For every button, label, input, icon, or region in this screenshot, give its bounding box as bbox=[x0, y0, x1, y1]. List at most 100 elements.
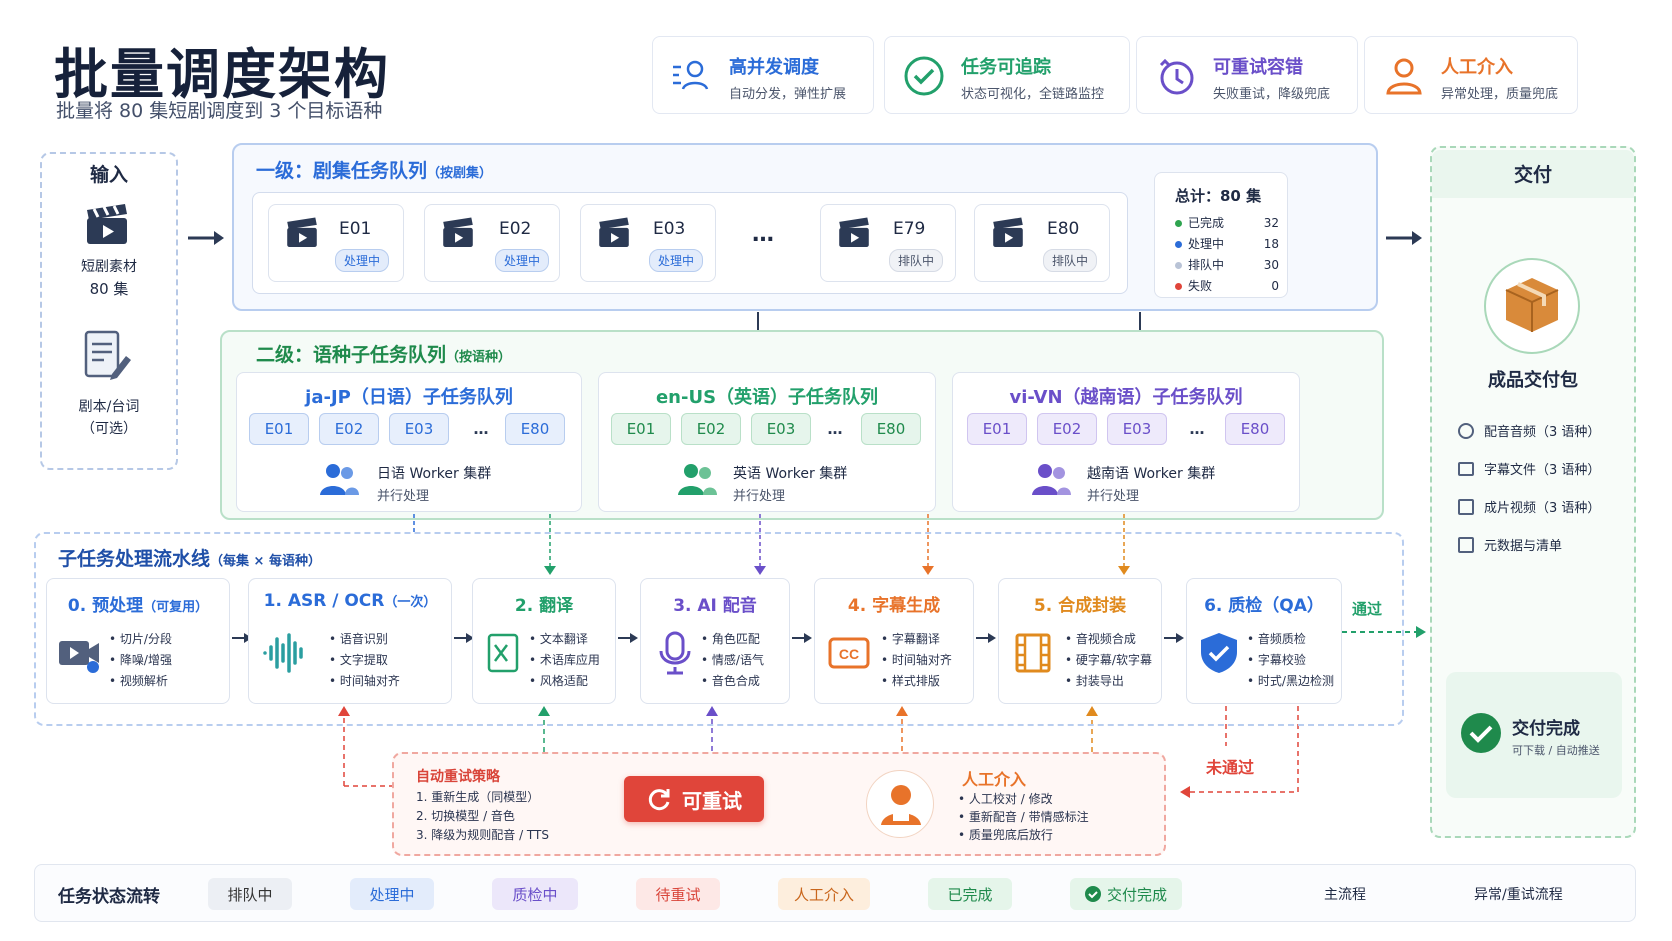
queue-chip[interactable]: E80 bbox=[861, 413, 921, 445]
step-item: 音视频合成 bbox=[1065, 629, 1152, 650]
fail-label: 未通过 bbox=[1206, 758, 1255, 777]
step-item: 字幕翻译 bbox=[881, 629, 952, 650]
episode-id: E79 bbox=[893, 219, 926, 239]
worker-mode: 并行处理 bbox=[377, 489, 430, 504]
episode-status-badge: 排队中 bbox=[1043, 249, 1098, 272]
status-tag-processing: 处理中 bbox=[350, 878, 434, 910]
pipeline-panel bbox=[34, 532, 1404, 726]
step-note: （可复用） bbox=[143, 600, 209, 615]
queue-chip[interactable]: E02 bbox=[1037, 413, 1097, 445]
check-circle-icon bbox=[1084, 886, 1101, 902]
flow-arrow bbox=[1386, 231, 1422, 245]
svg-text:CC: CC bbox=[839, 646, 859, 662]
step-items: 音频质检字幕校验时式/黑边检测 bbox=[1247, 629, 1334, 692]
step-title: 5. 合成封装 bbox=[1033, 596, 1127, 616]
queue-chip[interactable]: E02 bbox=[681, 413, 741, 445]
clapperboard-icon bbox=[993, 217, 1023, 248]
step-item: 视频解析 bbox=[109, 671, 172, 692]
queue-chip[interactable]: E02 bbox=[319, 413, 379, 445]
pipeline-title-text: 子任务处理流水线 bbox=[58, 548, 211, 570]
status-dot bbox=[1175, 262, 1182, 269]
refresh-icon bbox=[648, 789, 670, 811]
subtitle-file-icon bbox=[1458, 462, 1474, 476]
queue-chip[interactable]: E80 bbox=[505, 413, 565, 445]
video-file-icon bbox=[1458, 499, 1474, 515]
pipeline-step-preprocess[interactable]: 0. 预处理（可复用） 切片/分段降噪/增强视频解析 bbox=[46, 578, 230, 704]
queue-chip[interactable]: E01 bbox=[611, 413, 671, 445]
feature-card-manual: 人工介入 异常处理，质量兜底 bbox=[1364, 36, 1578, 114]
episode-id: E03 bbox=[653, 219, 686, 239]
retry-strategy-title: 自动重试策略 bbox=[416, 769, 500, 785]
queue-chip[interactable]: E01 bbox=[967, 413, 1027, 445]
queue-chip[interactable]: E03 bbox=[1107, 413, 1167, 445]
waveform-icon bbox=[263, 633, 303, 673]
status-dot bbox=[1175, 283, 1182, 290]
summary-value: 0 bbox=[1271, 279, 1279, 293]
episode-id: E80 bbox=[1047, 219, 1080, 239]
summary-label: 排队中 bbox=[1188, 258, 1225, 272]
package-item[interactable]: 配音音频（3 语种） bbox=[1458, 414, 1600, 452]
pipeline-step-subtitle[interactable]: 4. 字幕生成 CC 字幕翻译时间轴对齐样式排版 bbox=[814, 578, 974, 704]
step-item: 文字提取 bbox=[329, 650, 400, 671]
summary-value: 30 bbox=[1263, 258, 1279, 272]
episode-card[interactable]: E02 处理中 bbox=[424, 204, 560, 282]
step-items: 切片/分段降噪/增强视频解析 bbox=[109, 629, 172, 692]
package-item[interactable]: 字幕文件（3 语种） bbox=[1458, 452, 1600, 490]
queue-chip[interactable]: E01 bbox=[249, 413, 309, 445]
input-title: 输入 bbox=[89, 164, 128, 186]
status-tag-manual: 人工介入 bbox=[778, 878, 870, 910]
language-queue-vi: vi-VN（越南语）子任务队列 E01 E02 E03 … E80 越南语 Wo… bbox=[952, 372, 1300, 512]
pipeline-step-dubbing[interactable]: 3. AI 配音 角色匹配情感/语气音色合成 bbox=[640, 578, 790, 704]
retry-item: 3. 降级为规则配音 / TTS bbox=[416, 828, 550, 842]
queue-title: en-US（英语）子任务队列 bbox=[655, 387, 879, 408]
film-icon bbox=[1015, 633, 1051, 673]
audio-icon bbox=[1458, 423, 1474, 439]
episode-card[interactable]: E79 排队中 bbox=[820, 204, 956, 282]
pipeline-title: 子任务处理流水线（每集 × 每语种） bbox=[58, 544, 321, 571]
worker-name: 日语 Worker 集群 bbox=[377, 466, 492, 482]
manual-avatar bbox=[866, 770, 934, 838]
episode-status-badge: 处理中 bbox=[335, 249, 390, 272]
package-item[interactable]: 成片视频（3 语种） bbox=[1458, 490, 1600, 528]
page-subtitle: 批量将 80 集短剧调度到 3 个目标语种 bbox=[56, 100, 383, 122]
summary-label: 处理中 bbox=[1188, 237, 1225, 251]
episode-card[interactable]: E03 处理中 bbox=[580, 204, 716, 282]
step-item: 术语库应用 bbox=[529, 650, 600, 671]
worker-mode: 并行处理 bbox=[733, 489, 786, 504]
clapperboard-icon bbox=[443, 217, 473, 248]
episode-card[interactable]: E01 处理中 bbox=[268, 204, 404, 282]
level2-note: （按语种） bbox=[446, 350, 512, 365]
retry-item: 1. 重新生成（同模型） bbox=[416, 790, 540, 804]
microphone-icon bbox=[659, 631, 691, 675]
step-item: 样式排版 bbox=[881, 671, 952, 692]
queue-chip[interactable]: E80 bbox=[1225, 413, 1285, 445]
manual-item-text: 人工校对 / 修改 bbox=[968, 792, 1053, 806]
step-item: 文本翻译 bbox=[529, 629, 600, 650]
manual-item-text: 重新配音 / 带情感标注 bbox=[968, 810, 1089, 824]
queue-chip[interactable]: E03 bbox=[751, 413, 811, 445]
pipeline-step-translate[interactable]: 2. 翻译 文本翻译术语库应用风格适配 bbox=[472, 578, 616, 704]
summary-row: 处理中 18 bbox=[1175, 234, 1279, 255]
step-title: 2. 翻译 bbox=[514, 596, 574, 616]
retry-button[interactable]: 可重试 bbox=[624, 776, 764, 822]
queue-chip[interactable]: E03 bbox=[389, 413, 449, 445]
step-item: 字幕校验 bbox=[1247, 650, 1334, 671]
package-item[interactable]: 元数据与清单 bbox=[1458, 528, 1600, 566]
status-flow-title: 任务状态流转 bbox=[58, 887, 160, 907]
pipeline-step-compose[interactable]: 5. 合成封装 音视频合成硬字幕/软字幕封装导出 bbox=[998, 578, 1162, 704]
summary-title: 总计：80 集 bbox=[1175, 187, 1262, 205]
episode-card[interactable]: E80 排队中 bbox=[974, 204, 1110, 282]
manual-item: • 重新配音 / 带情感标注 bbox=[958, 810, 1089, 824]
pipeline-step-asr[interactable]: 1. ASR / OCR（一次） 语音识别文字提取时间轴对齐 bbox=[248, 578, 452, 704]
video-icon bbox=[59, 641, 99, 673]
step-title: 1. ASR / OCR（一次） bbox=[249, 591, 451, 611]
step-item: 角色匹配 bbox=[701, 629, 764, 650]
check-circle-icon bbox=[1461, 713, 1501, 753]
input-panel bbox=[40, 152, 178, 470]
worker-group-icon bbox=[320, 464, 359, 495]
package-item-label: 成片视频（3 语种） bbox=[1484, 501, 1601, 516]
pipeline-step-qa[interactable]: 6. 质检（QA） 音频质检字幕校验时式/黑边检测 bbox=[1186, 578, 1342, 704]
summary-value: 18 bbox=[1263, 237, 1279, 251]
